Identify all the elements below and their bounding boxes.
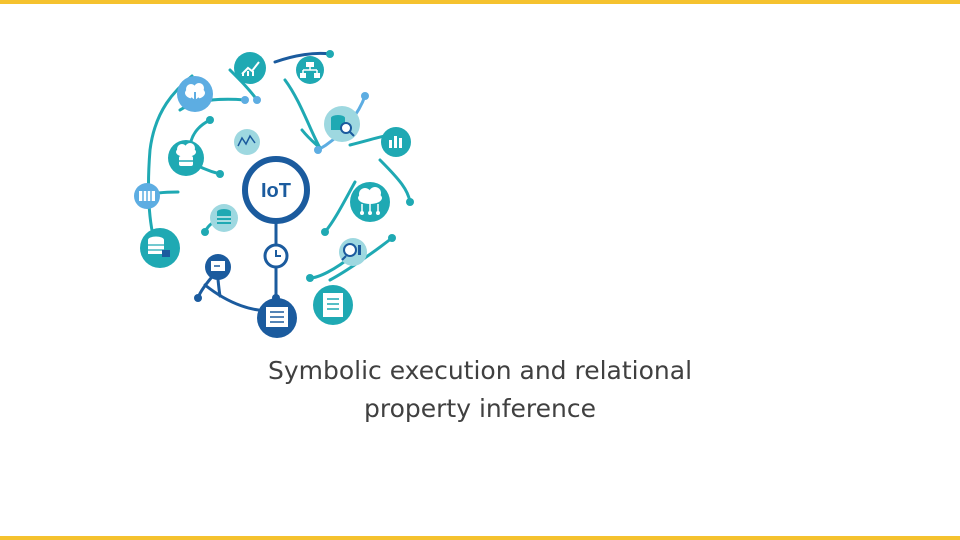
clock-icon	[263, 243, 289, 269]
database-search-icon	[324, 106, 360, 142]
iot-hub: IoT	[242, 156, 310, 224]
database-icon	[210, 204, 238, 232]
server-rack-icon	[134, 183, 160, 209]
caption-line-1: Symbolic execution and relational	[267, 356, 693, 385]
bar-chart-icon	[381, 127, 411, 157]
search-chart-icon	[339, 238, 367, 266]
monitor-icon	[205, 254, 231, 280]
cloud-network-icon	[350, 182, 390, 222]
iot-hub-label: IoT	[261, 180, 291, 202]
cloud-database-icon	[168, 140, 204, 176]
network-icon	[296, 56, 324, 84]
bottom-accent-bar	[0, 536, 960, 540]
database-lock-icon	[140, 228, 180, 268]
cloud-download-icon	[177, 76, 213, 112]
iot-network-svg: IoT	[134, 50, 414, 338]
slide-caption: Symbolic execution and relational proper…	[180, 352, 780, 428]
icon-nodes	[134, 52, 411, 338]
line-chart-icon	[234, 52, 266, 84]
building-icon	[257, 298, 297, 338]
activity-chart-icon	[234, 129, 260, 155]
document-icon	[313, 285, 353, 325]
caption-line-2: property inference	[363, 394, 597, 423]
iot-network-graphic: IoT	[120, 40, 430, 340]
top-accent-bar	[0, 0, 960, 4]
